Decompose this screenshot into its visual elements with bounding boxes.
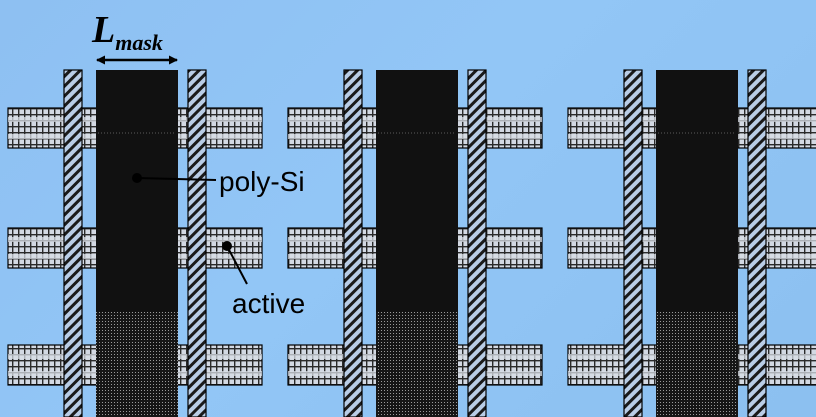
transistor-cell-2 xyxy=(287,69,543,417)
transistor-cell-1 xyxy=(7,69,263,417)
hatched-strip-left xyxy=(63,69,83,417)
transistor-cell-3 xyxy=(567,69,816,417)
lmask-label-subscript: mask xyxy=(115,30,163,55)
hatched-strip-right xyxy=(467,69,487,417)
hatched-strip-right xyxy=(747,69,767,417)
active-label: active xyxy=(232,288,306,319)
poly-si-leader-line xyxy=(136,177,217,181)
hatched-strip-left xyxy=(343,69,363,417)
active-leader-line xyxy=(226,245,248,285)
poly-si-texture xyxy=(96,312,178,417)
poly-si-label: poly-Si xyxy=(219,166,305,197)
lmask-label: Lmask xyxy=(92,10,163,63)
hatched-strip-right xyxy=(187,69,207,417)
poly-si-texture xyxy=(656,312,738,417)
lmask-label-main: L xyxy=(92,9,116,51)
poly-si-texture xyxy=(376,312,458,417)
hatched-strip-left xyxy=(623,69,643,417)
